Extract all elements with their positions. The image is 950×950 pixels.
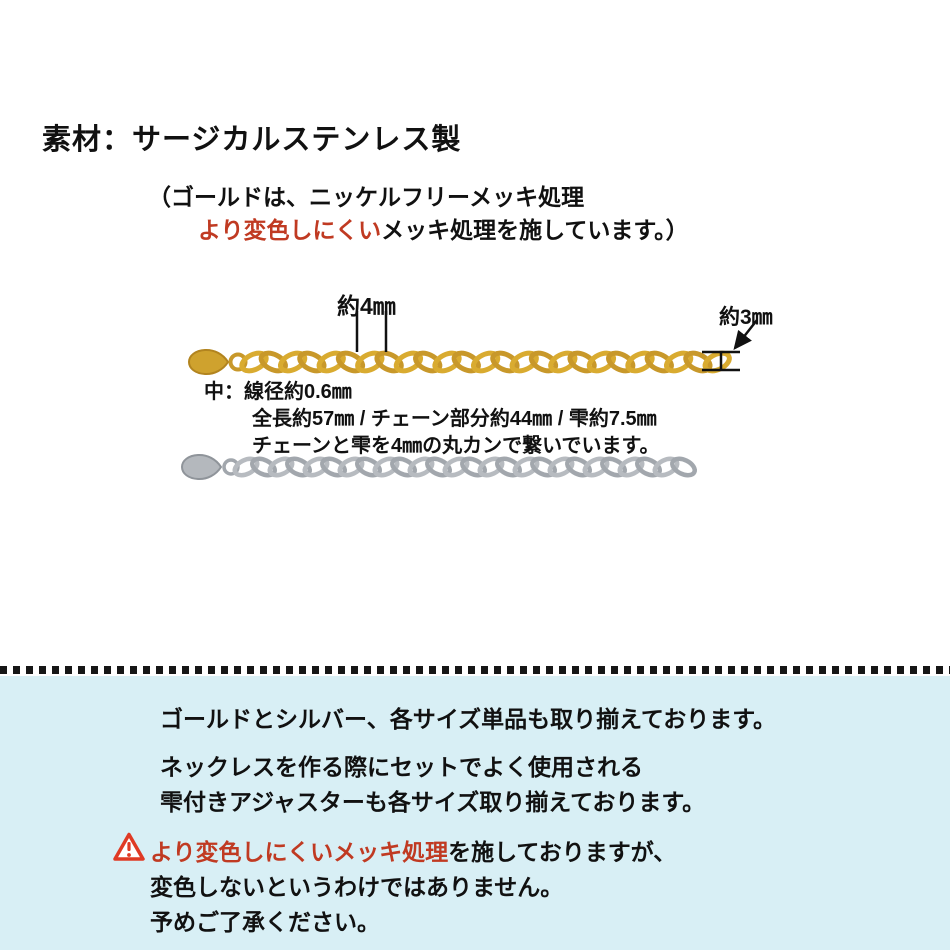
dimension-4mm-label: 約4㎜ (337, 293, 396, 319)
dotted-divider (0, 666, 950, 674)
warning-icon (113, 832, 145, 862)
dimension-3mm-marks (702, 350, 740, 372)
footer-warning-rest: を施しておりますが、 (448, 839, 677, 865)
dimension-3mm-label: 約3㎜ (719, 306, 773, 329)
footer-warning-line2: 変色しないというわけではありません。 (150, 874, 564, 900)
chain-diagram (180, 311, 758, 481)
footer-background (0, 676, 950, 950)
footer-warning-line3: 予めご了承ください。 (150, 909, 380, 935)
material-note-line2: より変色しにくいメッキ処理を施しています。） (198, 211, 689, 245)
material-note-rest: メッキ処理を施しています。） (381, 217, 689, 243)
dimension-3mm-arrow (733, 319, 758, 350)
spec-lengths: 全長約57㎜ / チェーン部分約44㎜ / 雫約7.5㎜ (252, 408, 657, 430)
material-note-line1: （ゴールドは、ニッケルフリーメッキ処理 (148, 184, 585, 210)
footer-line2: ネックレスを作る際にセットでよく使用される (160, 754, 643, 780)
silver-chain (232, 456, 697, 478)
material-note-highlight: より変色しにくい (198, 217, 382, 243)
footer-line3: 雫付きアジャスターも各サイズ取り揃えております。 (160, 789, 706, 815)
gold-teardrop-charm (187, 348, 248, 376)
dimension-4mm-marks (355, 311, 388, 352)
footer-warning-highlight: より変色しにくいメッキ処理 (150, 839, 449, 865)
gold-chain (239, 350, 732, 374)
footer-line1: ゴールドとシルバー、各サイズ単品も取り揃えております。 (160, 706, 776, 732)
silver-teardrop-charm (180, 453, 240, 481)
material-title: 素材：サージカルステンレス製 (42, 124, 462, 156)
footer-warning-line1: より変色しにくいメッキ処理を施しておりますが、 (150, 833, 676, 867)
spec-wire-diameter: 中：線径約0.6㎜ (204, 381, 352, 403)
spec-connection: チェーンと雫を4㎜の丸カンで繋いでいます。 (252, 435, 660, 457)
